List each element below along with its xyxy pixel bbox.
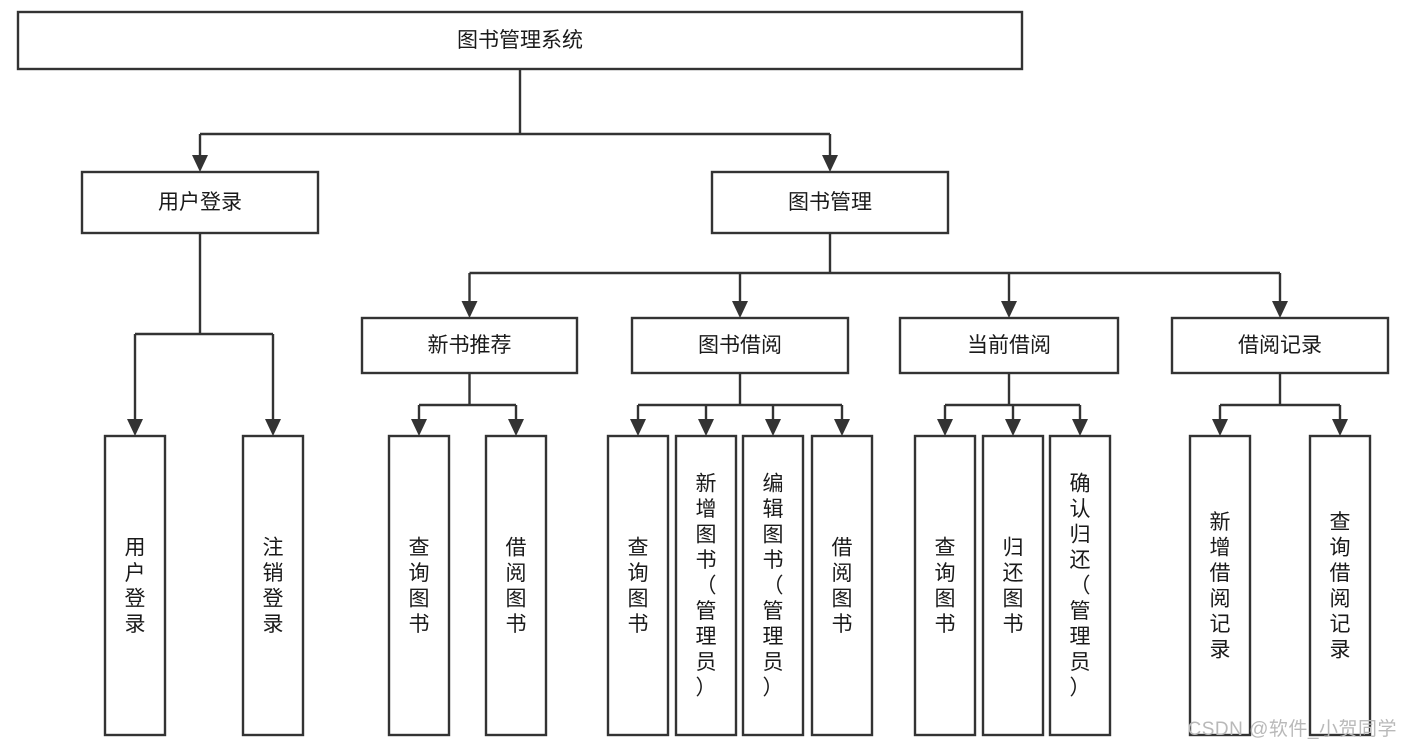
function-node-f-rec-add-box[interactable] [1188, 434, 1252, 737]
function-node-f-bb-add-label: 新增图书（管理员） [696, 473, 717, 700]
function-node-f-bb-query-box[interactable] [606, 434, 670, 737]
function-node-f-cb-query-label: 查询图书 [935, 536, 956, 636]
root-node-book-management-system[interactable]: 图书管理系统 [16, 10, 1024, 71]
function-node-f-cb-return-box[interactable] [981, 434, 1045, 737]
function-node-f-nb-query[interactable]: 查询图书 [387, 434, 451, 737]
function-node-f-rec-query-box[interactable] [1308, 434, 1372, 737]
function-node-f-user-logout[interactable]: 注销登录 [241, 434, 305, 737]
submodule-node-s-records-box[interactable] [1170, 316, 1390, 375]
function-node-f-nb-query-box[interactable] [387, 434, 451, 737]
function-node-f-nb-query-label: 查询图书 [409, 536, 430, 636]
submodule-node-s-current-box[interactable] [898, 316, 1120, 375]
function-node-f-cb-return[interactable]: 归还图书 [981, 434, 1045, 737]
submodule-node-s-current[interactable]: 当前借阅 [898, 316, 1120, 375]
submodule-node-s-borrow-label: 图书借阅 [698, 334, 782, 357]
function-node-f-bb-borrow-label: 借阅图书 [832, 536, 853, 636]
module-node-m-book-manage-box[interactable] [710, 170, 950, 235]
module-node-m-user-login-label: 用户登录 [158, 191, 242, 214]
function-node-f-user-login-label: 用户登录 [125, 536, 146, 636]
function-node-f-rec-query[interactable]: 查询借阅记录 [1308, 434, 1372, 737]
function-node-f-rec-query-label: 查询借阅记录 [1330, 511, 1351, 662]
function-node-f-rec-add-label: 新增借阅记录 [1210, 511, 1231, 662]
function-node-f-user-login[interactable]: 用户登录 [103, 434, 167, 737]
root-node-book-management-system-box[interactable] [16, 10, 1024, 71]
function-node-f-nb-borrow-box[interactable] [484, 434, 548, 737]
function-node-f-nb-borrow[interactable]: 借阅图书 [484, 434, 548, 737]
connectors-layer [127, 69, 1348, 436]
function-node-f-rec-add[interactable]: 新增借阅记录 [1188, 434, 1252, 737]
submodule-node-s-records[interactable]: 借阅记录 [1170, 316, 1390, 375]
function-node-f-bb-edit-label: 编辑图书（管理员） [763, 473, 784, 700]
submodule-node-s-current-label: 当前借阅 [967, 334, 1051, 357]
function-node-f-bb-query[interactable]: 查询图书 [606, 434, 670, 737]
function-node-f-bb-query-label: 查询图书 [628, 536, 649, 636]
submodule-node-s-borrow-box[interactable] [630, 316, 850, 375]
function-node-f-user-logout-box[interactable] [241, 434, 305, 737]
submodule-node-s-new-book-box[interactable] [360, 316, 579, 375]
function-node-f-cb-confirm-box[interactable] [1048, 434, 1112, 737]
root-node-book-management-system-label: 图书管理系统 [457, 29, 583, 52]
function-node-f-bb-edit-box[interactable] [741, 434, 805, 737]
function-node-f-bb-borrow[interactable]: 借阅图书 [810, 434, 874, 737]
submodule-node-s-new-book[interactable]: 新书推荐 [360, 316, 579, 375]
function-node-f-nb-borrow-label: 借阅图书 [506, 536, 527, 636]
function-node-f-user-logout-label: 注销登录 [263, 536, 284, 636]
nodes-layer: 图书管理系统用户登录图书管理新书推荐图书借阅当前借阅借阅记录用户登录注销登录查询… [16, 10, 1390, 737]
module-node-m-book-manage[interactable]: 图书管理 [710, 170, 950, 235]
function-node-f-bb-edit[interactable]: 编辑图书（管理员） [741, 434, 805, 737]
function-node-f-user-login-box[interactable] [103, 434, 167, 737]
function-node-f-cb-query[interactable]: 查询图书 [913, 434, 977, 737]
submodule-node-s-new-book-label: 新书推荐 [428, 334, 512, 357]
function-node-f-bb-add-box[interactable] [674, 434, 738, 737]
function-node-f-cb-confirm-label: 确认归还（管理员） [1070, 473, 1091, 700]
function-node-f-bb-add[interactable]: 新增图书（管理员） [674, 434, 738, 737]
submodule-node-s-borrow[interactable]: 图书借阅 [630, 316, 850, 375]
module-node-m-user-login[interactable]: 用户登录 [80, 170, 320, 235]
function-node-f-cb-confirm[interactable]: 确认归还（管理员） [1048, 434, 1112, 737]
module-node-m-user-login-box[interactable] [80, 170, 320, 235]
module-node-m-book-manage-label: 图书管理 [788, 191, 872, 214]
function-node-f-cb-query-box[interactable] [913, 434, 977, 737]
csdn-watermark: CSDN @软件_小贺同学 [1187, 719, 1397, 740]
submodule-node-s-records-label: 借阅记录 [1238, 334, 1322, 357]
function-node-f-cb-return-label: 归还图书 [1003, 536, 1024, 636]
function-node-f-bb-borrow-box[interactable] [810, 434, 874, 737]
